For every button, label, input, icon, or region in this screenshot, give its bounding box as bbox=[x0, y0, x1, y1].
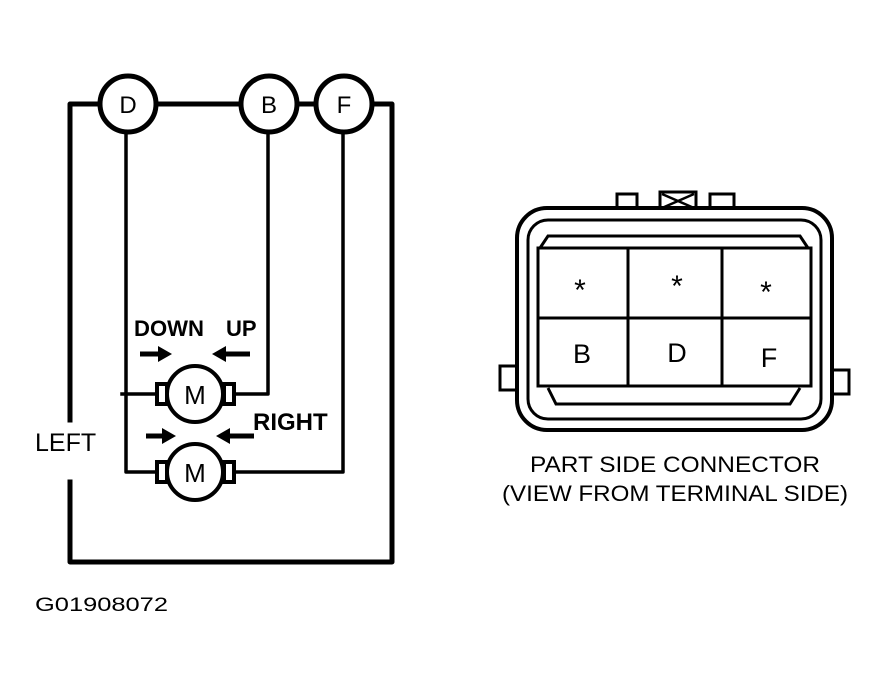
connector-cell-top-1: * bbox=[574, 274, 586, 307]
label-right: RIGHT bbox=[253, 409, 328, 436]
connector-caption-line2: (VIEW FROM TERMINAL SIDE) bbox=[502, 481, 848, 506]
connector-tab-right bbox=[830, 368, 851, 396]
connector-cell-top-3: * bbox=[760, 276, 772, 309]
connector-inner-keyway-top bbox=[538, 234, 810, 249]
connector-caption-line1: PART SIDE CONNECTOR bbox=[530, 452, 820, 477]
terminal-b-label: B bbox=[261, 92, 277, 119]
terminal-d-circle bbox=[97, 73, 159, 135]
outer-loop-wire bbox=[67, 101, 395, 565]
motor-up-down-label: M bbox=[184, 380, 206, 410]
connector-latch-cross-b bbox=[661, 192, 695, 210]
arrow-down-icon bbox=[140, 346, 172, 362]
terminal-f-circle bbox=[313, 73, 375, 135]
connector-cell-top-2: * bbox=[671, 270, 683, 303]
motor-up-down: M bbox=[155, 364, 236, 424]
motor-up-down-right-brush bbox=[222, 382, 236, 406]
label-down: DOWN bbox=[134, 316, 204, 341]
arrow-right-icon bbox=[216, 428, 254, 444]
motor-left-right-label: M bbox=[184, 458, 206, 488]
label-left: LEFT bbox=[35, 429, 96, 457]
wire-f-drop bbox=[228, 130, 345, 474]
terminal-f: F bbox=[313, 73, 375, 135]
motor-left-right-right-brush bbox=[222, 460, 236, 484]
terminal-d-label: D bbox=[119, 92, 136, 119]
terminal-f-label: F bbox=[337, 92, 352, 119]
connector-cell-bottom-d: D bbox=[667, 338, 687, 368]
arrow-up-icon bbox=[212, 346, 250, 362]
terminal-d: D bbox=[97, 73, 159, 135]
connector-housing-inner bbox=[526, 218, 823, 421]
motor-left-right-body bbox=[165, 442, 225, 502]
connector-inner-keyway-bottom bbox=[546, 387, 802, 406]
arrow-left-icon bbox=[146, 428, 176, 444]
part-side-connector bbox=[498, 190, 851, 432]
wire-d-drop bbox=[124, 130, 162, 474]
motor-up-down-body bbox=[165, 364, 225, 424]
wire-b-drop bbox=[228, 130, 270, 396]
terminal-b-circle bbox=[238, 73, 300, 135]
direction-arrows bbox=[140, 346, 254, 444]
terminal-b: B bbox=[238, 73, 300, 135]
connector-cell-bottom-f: F bbox=[761, 343, 778, 373]
label-up: UP bbox=[226, 316, 257, 341]
connector-cell-bottom-b: B bbox=[573, 339, 591, 369]
motor-left-right: M bbox=[155, 442, 236, 502]
circuit-schematic bbox=[67, 101, 395, 565]
figure-id: G01908072 bbox=[35, 595, 168, 616]
